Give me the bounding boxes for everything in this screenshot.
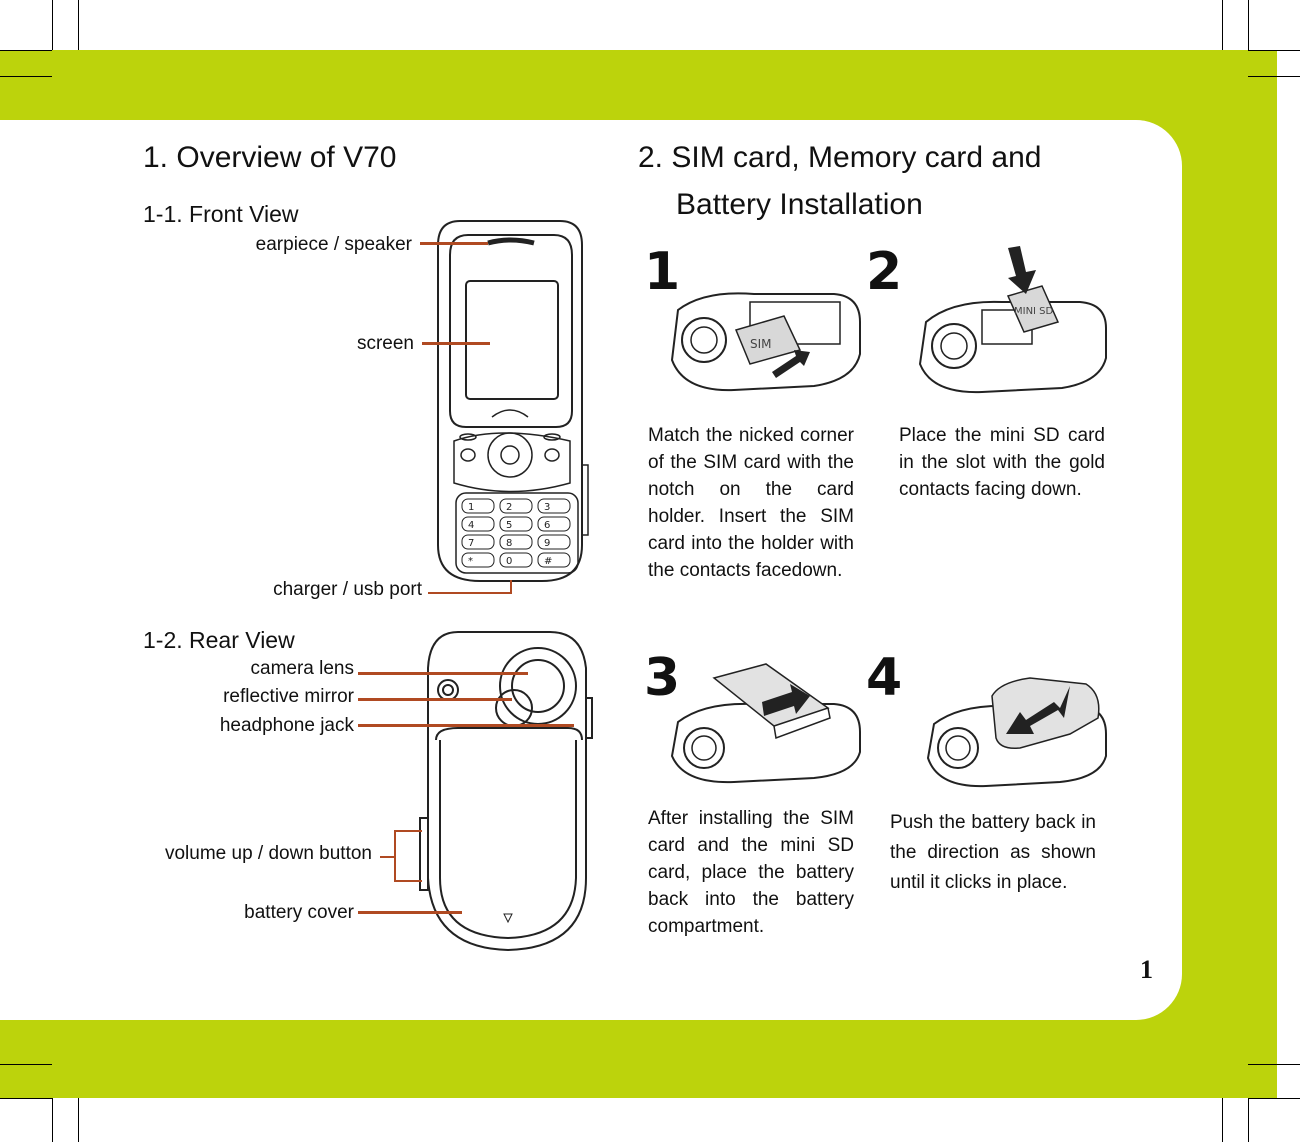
volume-leader-vertical <box>394 830 396 882</box>
keypad-key <box>499 534 533 550</box>
headphone-jack-leader <box>358 724 574 727</box>
step-2-number: 2 <box>866 242 903 302</box>
front-phone-body <box>437 220 583 582</box>
screen-leader <box>422 342 490 345</box>
reflective-mirror-label: reflective mirror <box>223 686 354 707</box>
battery-cover-label: battery cover <box>244 902 354 923</box>
keypad-key <box>461 516 495 532</box>
headphone-jack-label: headphone jack <box>219 715 354 736</box>
keypad-key-label: 5 <box>506 520 512 531</box>
headphone-jack <box>437 679 459 701</box>
step-4-number: 4 <box>866 648 903 708</box>
installation-title-line2: Battery Installation <box>676 188 923 221</box>
installation-title-line1: 2. SIM card, Memory card and <box>638 141 1042 174</box>
charger-leader <box>428 592 512 594</box>
charger-leader-tick <box>510 580 512 594</box>
keypad-key <box>537 498 571 514</box>
keypad-key <box>537 516 571 532</box>
earpiece-grille <box>487 237 535 246</box>
keypad-key-label: # <box>544 556 552 567</box>
keypad-key <box>537 534 571 550</box>
keypad-key-label: 2 <box>506 502 512 513</box>
step-2-sd-diagram: MINI SD <box>918 246 1107 394</box>
reflective-mirror-leader <box>358 698 512 701</box>
camera-lens-label: camera lens <box>250 658 355 679</box>
screen-label: screen <box>356 333 414 354</box>
white-content-panel <box>0 120 1182 1020</box>
keypad: 1 2 3 4 5 6 7 8 9 * 0 # <box>455 492 579 574</box>
step-1-sim-diagram: SIM <box>670 292 861 392</box>
step-3-battery-diagram <box>670 663 861 784</box>
keypad-key-label: * <box>468 556 473 567</box>
front-view-title: 1-1. Front View <box>143 201 299 227</box>
charger-label: charger / usb port <box>273 579 422 600</box>
keypad-key <box>499 552 533 568</box>
keypad-key-label: 6 <box>544 520 550 531</box>
volume-leader-horizontal <box>380 856 394 858</box>
step-3-number: 3 <box>644 648 681 708</box>
side-key <box>581 464 589 536</box>
page-number: 1 <box>1140 955 1153 984</box>
step-4-battery-diagram <box>926 677 1107 788</box>
keypad-key <box>499 498 533 514</box>
keypad-key-label: 9 <box>544 538 550 549</box>
rear-view-title: 1-2. Rear View <box>143 627 295 653</box>
keypad-key-label: 7 <box>468 538 474 549</box>
keypad-key-label: 1 <box>468 502 474 513</box>
camera-lens-leader <box>358 672 528 675</box>
step-1-text: Match the nicked corner of the SIM card … <box>648 425 854 581</box>
volume-button-label: volume up / down button <box>164 843 372 864</box>
front-screen <box>465 280 559 400</box>
navigation-keys <box>453 432 571 493</box>
volume-leader-bottom <box>394 880 422 882</box>
rear-phone-body <box>419 631 593 952</box>
step-3-text: After installing the SIM card and the mi… <box>648 808 854 937</box>
rear-phone-illustration <box>419 631 593 952</box>
step-2-text: Place the mini SD card in the slot with … <box>899 425 1105 500</box>
front-phone-illustration: 1 2 3 4 5 6 7 8 9 * 0 # <box>437 220 589 582</box>
sim-card-label: SIM <box>750 337 772 351</box>
keypad-key-label: 4 <box>468 520 474 531</box>
keypad-key <box>461 498 495 514</box>
step-1-number: 1 <box>644 242 681 302</box>
overview-title: 1. Overview of V70 <box>143 141 397 174</box>
volume-leader-top <box>394 830 422 832</box>
earpiece-label: earpiece / speaker <box>255 234 412 255</box>
screen-bottom-arc <box>491 409 529 418</box>
keypad-key <box>461 552 495 568</box>
keypad-key-label: 0 <box>506 556 512 567</box>
step-4-text: Push the battery back in the direction a… <box>890 812 1096 893</box>
keypad-key-label: 8 <box>506 538 512 549</box>
keypad-key <box>537 552 571 568</box>
keypad-key-label: 3 <box>544 502 550 513</box>
earpiece-leader <box>420 242 488 245</box>
keypad-key <box>499 516 533 532</box>
mini-sd-label: MINI SD <box>1014 306 1054 317</box>
battery-cover-leader <box>358 911 462 914</box>
keypad-key <box>461 534 495 550</box>
